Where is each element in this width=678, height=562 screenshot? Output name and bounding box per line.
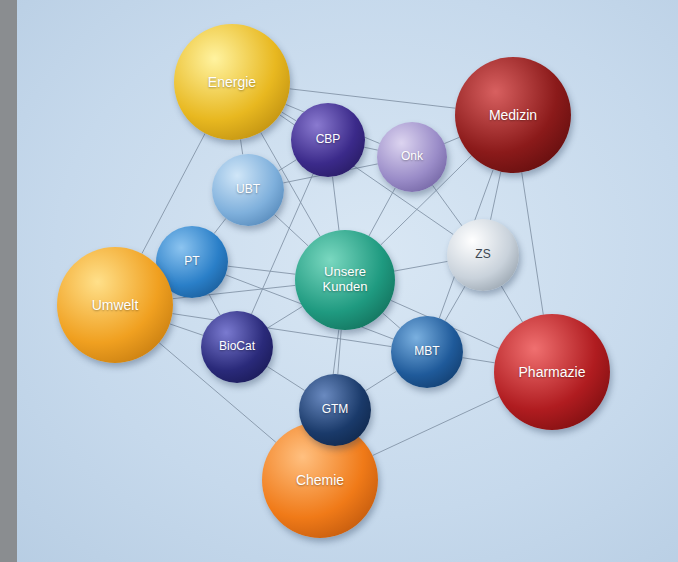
connector-line (267, 367, 304, 391)
sphere-node: Unsere Kunden (295, 230, 395, 330)
node-label: BioCat (219, 340, 255, 354)
node-label: PT (184, 255, 199, 269)
sphere-node: Energie (174, 24, 290, 140)
node-label: Unsere Kunden (308, 265, 383, 295)
sphere-node: UBT (212, 154, 284, 226)
connector-line (333, 177, 340, 231)
sphere-node: CBP (291, 103, 365, 177)
connector-line (209, 294, 220, 315)
node-label: Energie (208, 74, 256, 90)
connector-line (373, 397, 500, 456)
sphere-node: Pharmazie (494, 314, 610, 430)
sphere-node: Umwelt (57, 247, 173, 363)
sphere-node: MBT (391, 316, 463, 388)
connector-line (274, 215, 308, 247)
connector-line (364, 147, 377, 150)
connector-line (366, 371, 397, 391)
node-label: CBP (316, 133, 341, 147)
node-label: GTM (322, 403, 349, 417)
connector-line (214, 218, 226, 233)
connector-line (445, 286, 465, 321)
connector-line (383, 313, 400, 328)
connector-line (268, 306, 303, 328)
connector-line (463, 358, 495, 363)
connector-line (394, 261, 447, 271)
node-label: MBT (414, 345, 439, 359)
connector-line (433, 185, 462, 226)
connector-line (369, 188, 395, 236)
node-label: Umwelt (92, 297, 139, 313)
node-label: Chemie (296, 472, 344, 488)
sphere-node: Onk (377, 122, 447, 192)
side-strip (0, 0, 17, 562)
node-label: Pharmazie (519, 364, 586, 380)
sphere-node: ZS (447, 219, 519, 291)
connector-line (444, 137, 459, 143)
connector-line (522, 172, 544, 314)
connector-line (501, 286, 522, 322)
node-label: Onk (401, 150, 423, 164)
sphere-node: BioCat (201, 311, 273, 383)
node-label: Medizin (489, 107, 537, 123)
sphere-node: GTM (299, 374, 371, 446)
connector-line (170, 324, 203, 335)
connector-line (228, 266, 295, 274)
sphere-node: Medizin (455, 57, 571, 173)
connector-line (491, 172, 501, 220)
connector-line (241, 139, 243, 154)
connector-line (279, 160, 297, 171)
connector-line (282, 112, 297, 121)
node-label: ZS (475, 248, 490, 262)
node-label: UBT (236, 183, 260, 197)
